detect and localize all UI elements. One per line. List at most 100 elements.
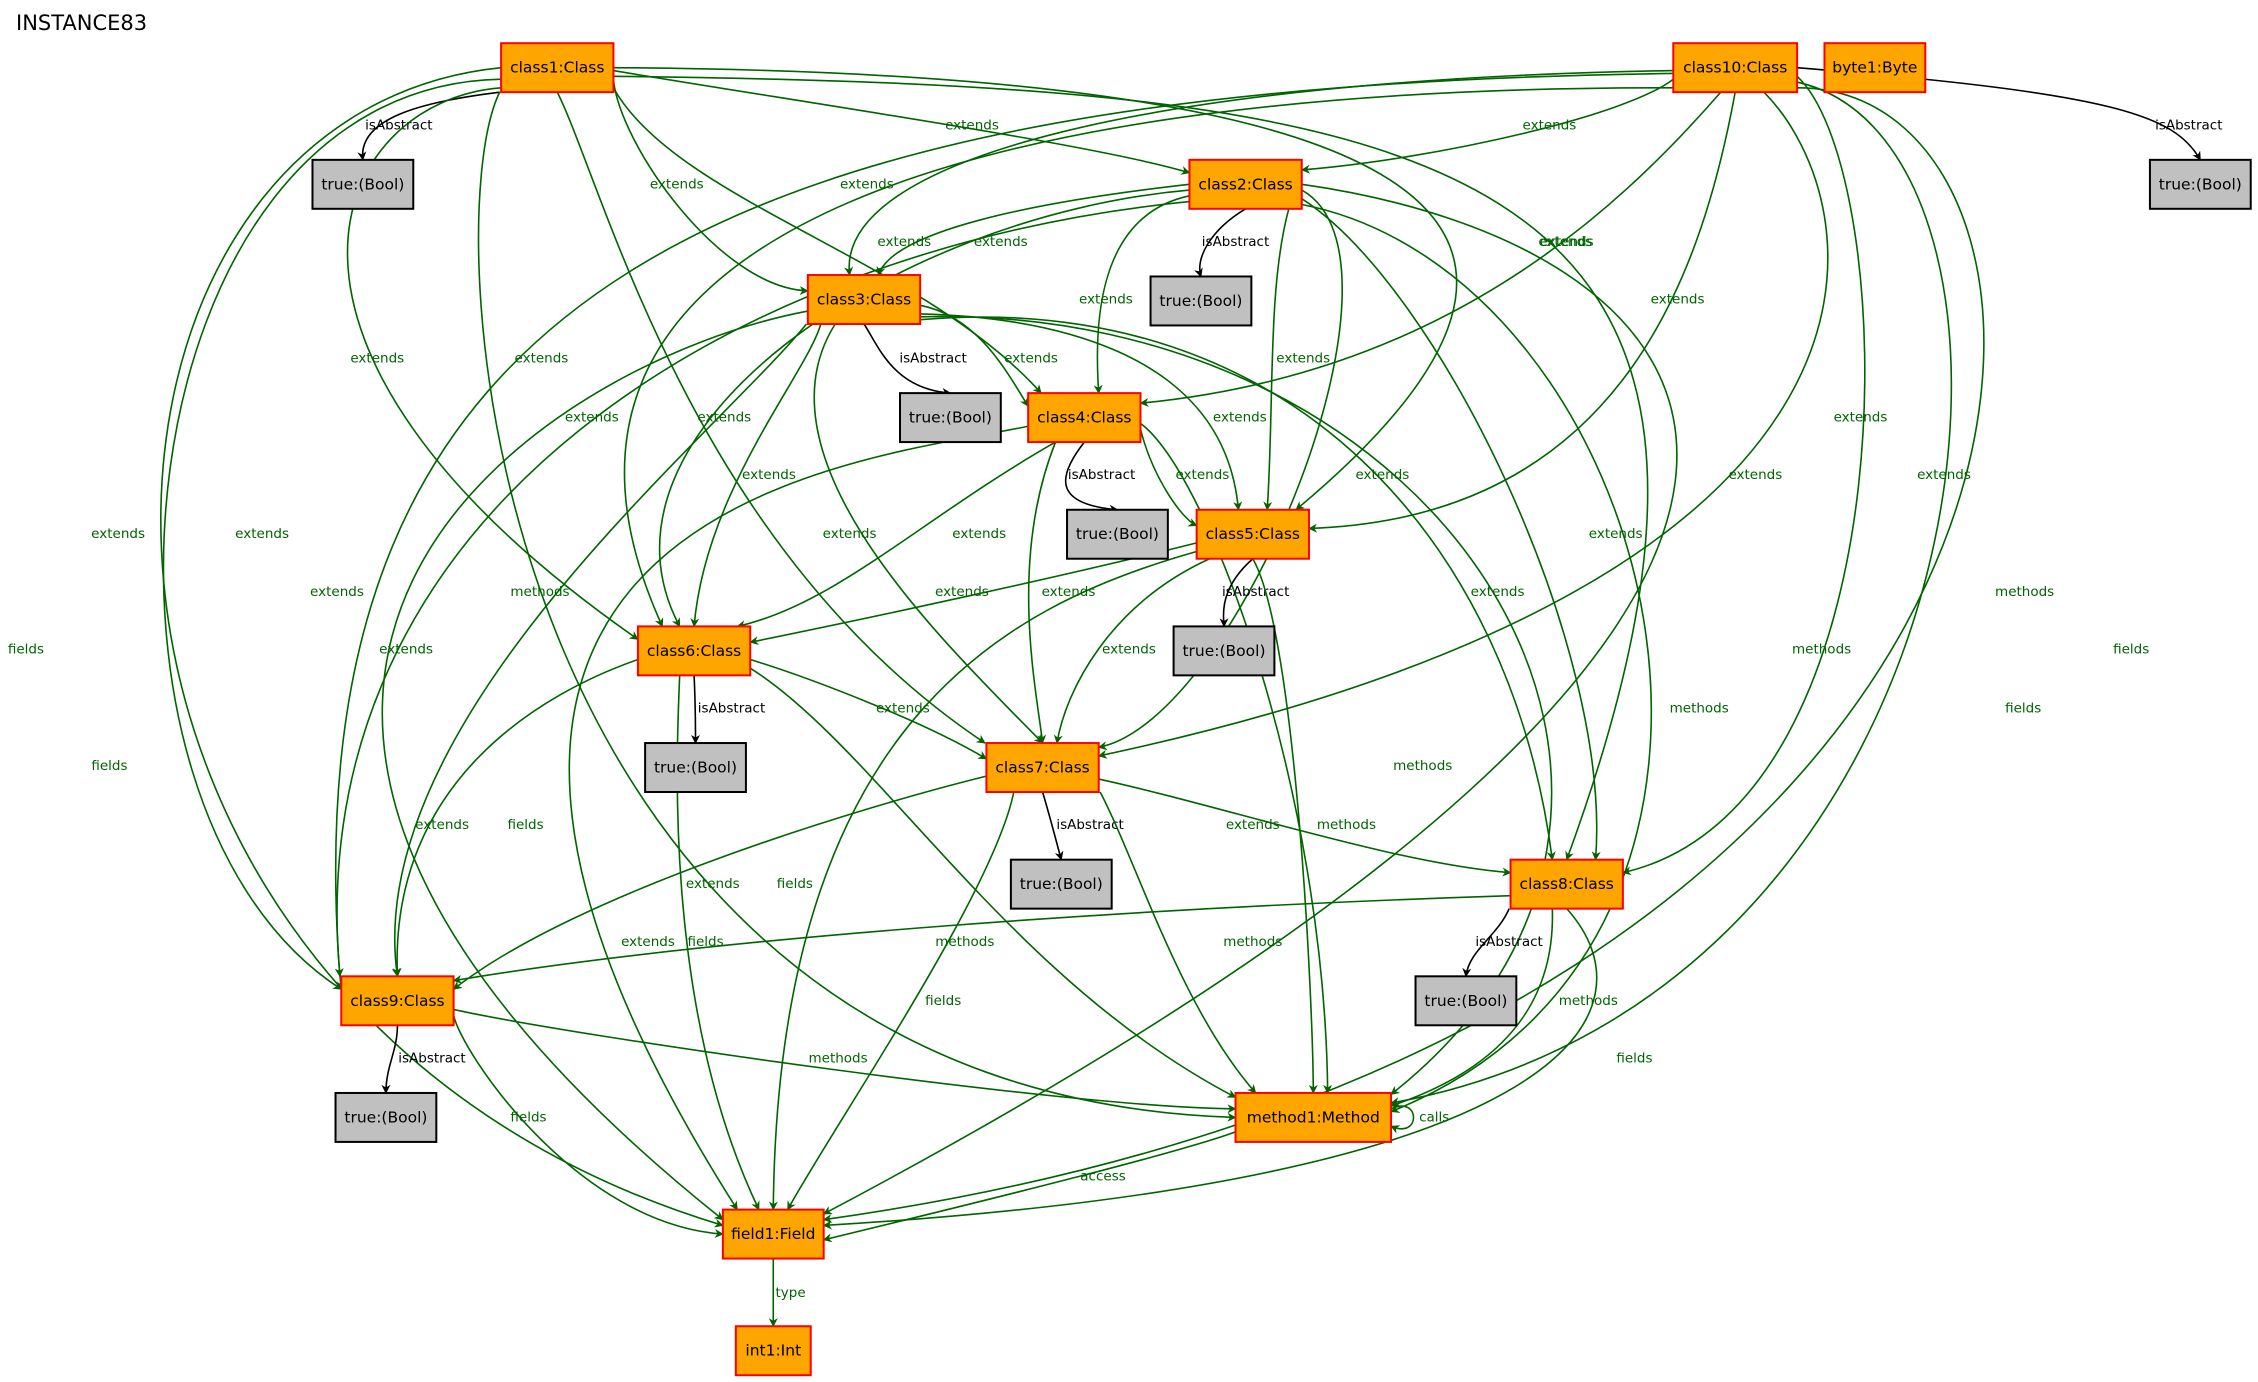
edge-c3-c7: extends xyxy=(813,323,1044,744)
edge-label: extends xyxy=(1213,410,1267,426)
edge-c5-f1: fields xyxy=(768,550,1197,1211)
node-box xyxy=(734,1325,812,1377)
node-b3: true:(Bool) xyxy=(899,392,1002,444)
edge-c4-c5: extends xyxy=(1139,428,1229,527)
edge-line xyxy=(1622,75,1866,876)
edge-line xyxy=(613,66,1458,511)
edge-line xyxy=(1263,208,1290,511)
edge-line xyxy=(876,183,1190,276)
edge-label: extends xyxy=(350,351,404,367)
node-box xyxy=(985,742,1100,793)
edge-line xyxy=(676,675,760,1211)
edge-line xyxy=(1139,428,1198,527)
node-c4: class4:Class xyxy=(1027,392,1142,444)
edge-c7-m1: methods xyxy=(1099,791,1282,1094)
edge-line xyxy=(1099,791,1257,1094)
edge-c10-c9: extends xyxy=(235,72,1674,978)
node-b6: true:(Bool) xyxy=(644,742,747,793)
node-label: class3:Class xyxy=(817,291,911,309)
edge-c7-f1: fields xyxy=(786,791,1015,1211)
edge-label: fields xyxy=(1616,1050,1652,1066)
edge-line xyxy=(477,91,1237,1122)
edge-label: extends xyxy=(415,817,469,833)
node-c10: class10:Class xyxy=(1672,42,1799,94)
edge-c10-c6: extends xyxy=(515,87,1674,628)
edge-c7-c9: extends xyxy=(452,775,987,990)
node-box xyxy=(1149,275,1253,327)
node-b10: true:(Bool) xyxy=(2148,158,2252,210)
edge-line xyxy=(1053,557,1210,744)
edge-line xyxy=(1194,208,1247,278)
edge-line xyxy=(613,75,1649,861)
edge-c6-c7: extends xyxy=(750,658,988,760)
edge-line xyxy=(392,658,639,978)
edge-line xyxy=(1308,92,1736,533)
edge-c9-b9: isAbstract xyxy=(381,1025,466,1094)
edge-label: extends xyxy=(1917,467,1971,483)
edge-c8-b8: isAbstract xyxy=(1462,908,1543,978)
edge-c5-b5: isAbstract xyxy=(1219,558,1289,628)
edge-c2-c3: extends xyxy=(876,183,1190,276)
edge-line xyxy=(691,675,701,744)
edge-line xyxy=(813,323,1044,744)
edge-label: methods xyxy=(1670,700,1729,716)
node-c6: class6:Class xyxy=(636,625,752,677)
edge-c10-c5: extends xyxy=(1308,92,1736,533)
edge-label: extends xyxy=(1651,292,1705,308)
edge-line xyxy=(822,1131,1236,1243)
edge-line xyxy=(863,323,952,397)
node-box xyxy=(1509,858,1624,910)
node-c9: class9:Class xyxy=(340,975,455,1027)
node-box xyxy=(1672,42,1799,94)
edge-line xyxy=(381,1025,399,1094)
node-c8: class8:Class xyxy=(1509,858,1624,910)
edge-c3-c6: extends xyxy=(690,323,822,628)
edge-label: methods xyxy=(1995,584,2054,600)
edge-c3-m1: methods xyxy=(920,315,1729,1096)
edge-line xyxy=(1097,91,1829,759)
edge-c1-c4: extends xyxy=(612,87,1042,394)
edge-label: extends xyxy=(1175,467,1229,483)
edge-c2-c7: extends xyxy=(1097,189,1409,751)
node-box xyxy=(899,392,1002,444)
node-box xyxy=(721,1208,825,1260)
edge-line xyxy=(822,183,1678,1215)
edge-line xyxy=(335,200,1190,991)
node-box xyxy=(1066,508,1169,560)
node-f1: field1:Field xyxy=(721,1208,825,1260)
node-box xyxy=(806,274,922,326)
node-b7: true:(Bool) xyxy=(1009,858,1113,910)
edge-line xyxy=(162,78,502,990)
node-label: true:(Bool) xyxy=(2159,175,2242,193)
edge-line xyxy=(844,69,1674,276)
edge-label: isAbstract xyxy=(899,351,966,367)
edge-c8-c9: extends xyxy=(452,894,1511,984)
edge-c7-c8: extends xyxy=(1098,778,1512,877)
edge-line xyxy=(613,69,1191,175)
edge-line xyxy=(1027,441,1057,744)
edge-c4-f1: fields xyxy=(508,425,1029,1211)
edge-label: extends xyxy=(1276,351,1330,367)
edge-label: isAbstract xyxy=(1056,817,1123,833)
edge-c10-c4: extends xyxy=(1139,91,1722,407)
edge-line xyxy=(1093,195,1190,395)
edge-line xyxy=(612,79,809,296)
edge-line xyxy=(690,323,822,628)
node-label: class5:Class xyxy=(1206,525,1300,543)
edge-m1-m1: calls xyxy=(1390,1105,1449,1134)
edge-line xyxy=(452,1015,724,1239)
edge-line xyxy=(749,667,1237,1098)
node-label: true:(Bool) xyxy=(321,175,404,193)
edge-label: extends xyxy=(697,410,751,426)
edge-c2-c8: extends xyxy=(1301,198,1643,861)
node-label: class1:Class xyxy=(510,59,604,77)
edge-label: isAbstract xyxy=(398,1050,465,1066)
node-box xyxy=(1234,1091,1393,1143)
edge-c9-f1: fields xyxy=(452,1015,724,1239)
edge-c1-c3: extends xyxy=(612,79,809,296)
edge-line xyxy=(568,425,1029,1211)
edge-line xyxy=(1041,791,1064,861)
edge-label: isAbstract xyxy=(1202,234,1269,250)
